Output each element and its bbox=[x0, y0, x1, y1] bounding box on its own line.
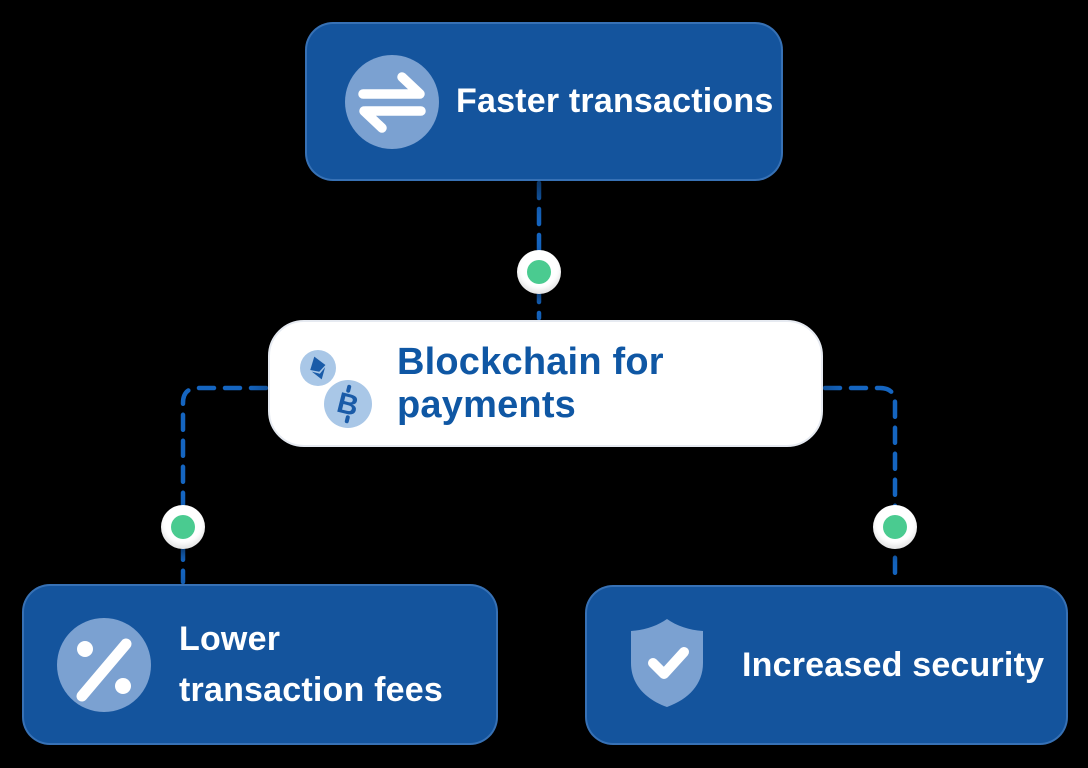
node-increased-security[interactable]: Increased security bbox=[585, 585, 1068, 745]
node-lower-transaction-fees[interactable]: Lower transaction fees bbox=[22, 584, 498, 745]
connector-dot-right[interactable] bbox=[873, 505, 917, 549]
connector-right bbox=[822, 385, 898, 586]
node-label: Faster transactions bbox=[456, 82, 774, 120]
connector-dot-green-center bbox=[883, 515, 907, 539]
swap-arrows-icon bbox=[345, 54, 439, 149]
percent-icon bbox=[57, 617, 151, 712]
node-label-line2: transaction fees bbox=[179, 670, 443, 709]
connector-left bbox=[180, 385, 269, 585]
connector-dot-green-center bbox=[171, 515, 195, 539]
node-label-line1: Lower bbox=[179, 619, 281, 658]
node-label: Increased security bbox=[742, 645, 1045, 684]
connector-dot-left[interactable] bbox=[161, 505, 205, 549]
node-blockchain-for-payments[interactable]: B Blockchain for payments bbox=[268, 320, 823, 447]
node-label: Lower transaction fees bbox=[179, 614, 443, 716]
diagram-title: Blockchain for payments bbox=[397, 340, 664, 426]
shield-check-icon bbox=[627, 616, 707, 715]
connector-dot-green-center bbox=[527, 260, 551, 284]
connector-dot-top[interactable] bbox=[517, 250, 561, 294]
bitcoin-icon: B bbox=[324, 379, 372, 428]
ethereum-icon bbox=[300, 349, 336, 386]
node-faster-transactions[interactable]: Faster transactions bbox=[305, 22, 783, 181]
crypto-icon-cluster: B bbox=[300, 337, 397, 431]
